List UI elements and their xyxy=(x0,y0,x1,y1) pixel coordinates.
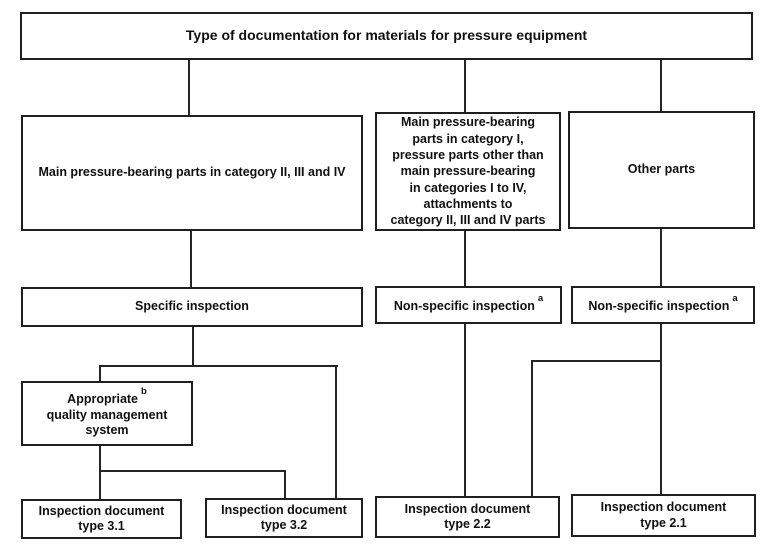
qms-rest-text: quality management system xyxy=(46,407,168,438)
qms-word: Appropriate xyxy=(67,392,139,407)
connector-cat1-to-nonspecific xyxy=(464,229,466,288)
connector-qms-to-doc31 xyxy=(99,444,101,501)
connector-branch-to-qms xyxy=(99,365,101,383)
non-specific-label: Non-specific inspection xyxy=(393,299,535,314)
footnote-a-marker: a xyxy=(732,293,738,305)
connector-specific-down xyxy=(192,325,194,367)
doc-3-1-text: Inspection document type 3.1 xyxy=(38,503,165,534)
connector-branch-to-doc32 xyxy=(335,365,337,500)
connector-title-to-other-parts xyxy=(660,58,662,113)
connector-main-parts-to-specific xyxy=(190,229,192,289)
connector-title-to-main-parts xyxy=(188,58,190,117)
box-specific-inspection: Specific inspection xyxy=(21,287,363,327)
box-other-parts: Other parts xyxy=(568,111,755,229)
box-non-specific-inspection-right: Non-specific inspectiona xyxy=(571,286,755,324)
connector-specific-branch-horizontal xyxy=(99,365,338,367)
non-specific-inspection-text: Non-specific inspectiona xyxy=(588,293,738,315)
non-specific-label: Non-specific inspection xyxy=(588,299,730,314)
non-specific-inspection-text: Non-specific inspectiona xyxy=(393,293,544,315)
box-non-specific-inspection-mid: Non-specific inspectiona xyxy=(375,286,562,324)
connector-other-to-nonspecific xyxy=(660,227,662,288)
box-inspection-document-type-3-2: Inspection document type 3.2 xyxy=(205,498,363,538)
connector-qms-to-doc32 xyxy=(284,470,286,500)
connector-right-branch-to-doc22 xyxy=(531,360,533,498)
box-title: Type of documentation for materials for … xyxy=(20,12,753,60)
connector-nonspecific-right-to-doc21 xyxy=(660,322,662,496)
title-text: Type of documentation for materials for … xyxy=(185,27,588,44)
box-main-parts-cat-ii-iii-iv: Main pressure-bearing parts in category … xyxy=(21,115,363,231)
box-inspection-document-type-3-1: Inspection document type 3.1 xyxy=(21,499,182,539)
connector-title-to-cat1-parts xyxy=(464,58,466,114)
main-parts-text: Main pressure-bearing parts in category … xyxy=(38,165,346,180)
connector-qms-branch-horizontal xyxy=(99,470,286,472)
doc-3-2-text: Inspection document type 3.2 xyxy=(221,502,347,533)
box-quality-management-system: Appropriateb quality management system xyxy=(21,381,193,446)
connector-nonspecific-mid-to-doc22 xyxy=(464,322,466,498)
box-parts-cat-i-and-attachments: Main pressure-bearing parts in category … xyxy=(375,112,561,231)
qms-first-line: Appropriateb xyxy=(67,386,147,408)
footnote-a-marker: a xyxy=(537,293,544,305)
doc-2-2-text: Inspection document type 2.2 xyxy=(404,501,531,532)
box-inspection-document-type-2-2: Inspection document type 2.2 xyxy=(375,496,560,538)
box-inspection-document-type-2-1: Inspection document type 2.1 xyxy=(571,494,756,537)
other-parts-text: Other parts xyxy=(627,162,696,177)
connector-nonspecific-right-branch xyxy=(531,360,662,362)
specific-inspection-text: Specific inspection xyxy=(135,299,249,314)
footnote-b-marker: b xyxy=(141,386,147,398)
doc-2-1-text: Inspection document type 2.1 xyxy=(600,500,727,530)
cat1-parts-text: Main pressure-bearing parts in category … xyxy=(390,115,546,228)
